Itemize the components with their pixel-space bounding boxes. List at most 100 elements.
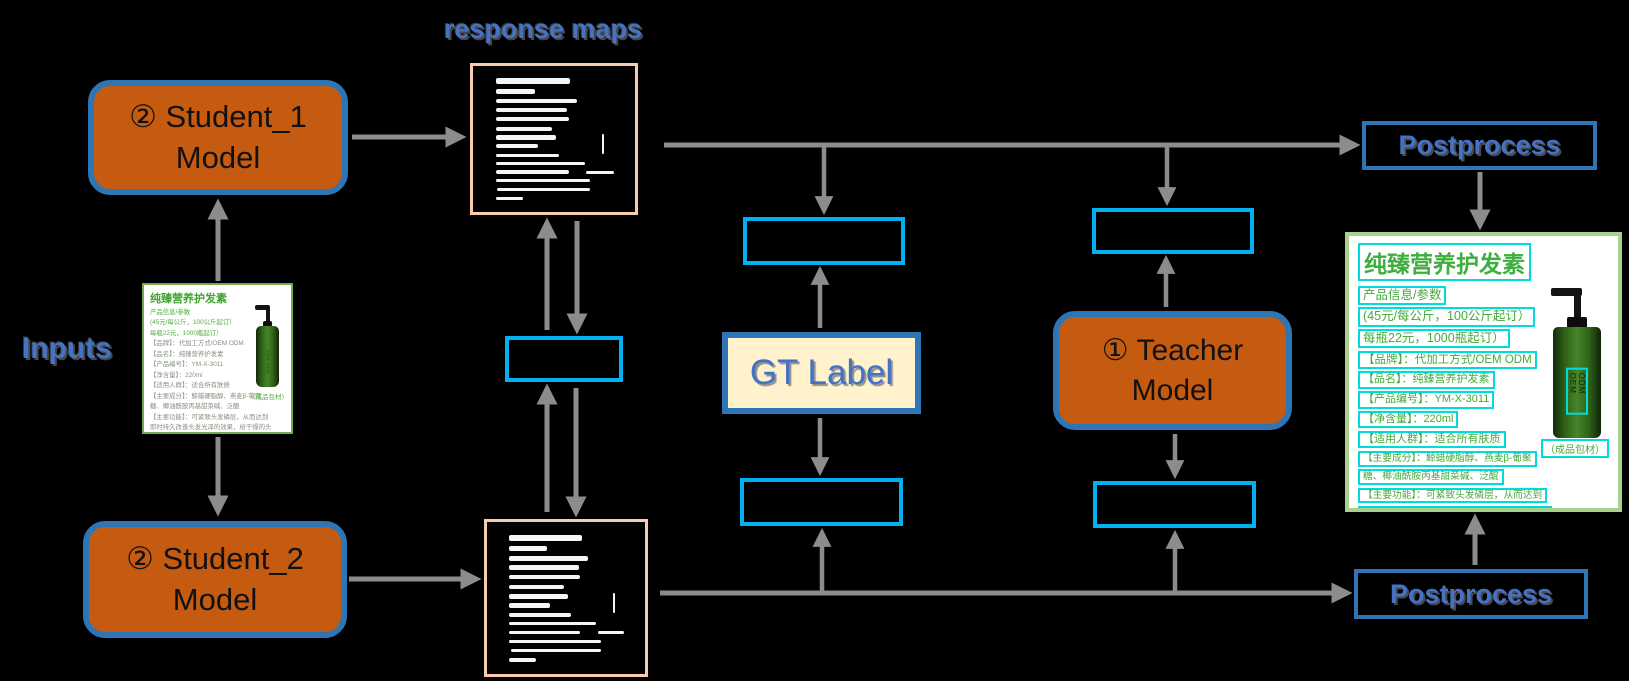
- product-text-line: 【净含量】：220ml: [1358, 411, 1459, 429]
- input-product-card: 纯臻营养护发素 产品信息/参数(45元/每公斤，100公斤起订）每瓶22元，10…: [142, 283, 293, 434]
- response-map-stroke: [509, 639, 601, 644]
- response-map-stroke: [509, 534, 582, 541]
- bottle-cap: [1567, 316, 1587, 329]
- response-map-stroke: [495, 126, 553, 131]
- inputs-label: Inputs: [22, 332, 112, 365]
- product-text-line: 【品名】：纯臻营养护发素: [150, 350, 224, 358]
- response-map-stroke: [601, 133, 605, 154]
- response-maps-title: response maps: [444, 14, 643, 44]
- bottle-pump-nozzle: [1551, 288, 1582, 297]
- response-map-bottom: [484, 519, 648, 677]
- product-text-line: 【净含量】：220ml: [150, 371, 203, 379]
- input-card-side-note: （成品包材）: [249, 394, 288, 401]
- top-response-flow: [664, 134, 1361, 216]
- response-map-stroke: [509, 556, 589, 561]
- teacher-model-node: ① Teacher Model: [1053, 311, 1292, 430]
- product-bottle-image: ODM OEM: [1548, 288, 1606, 438]
- postprocess-top-node: Postprocess: [1362, 121, 1597, 170]
- response-map-stroke: [509, 603, 551, 608]
- input-card-title: 纯臻营养护发素: [150, 293, 227, 305]
- response-map-stroke: [497, 187, 590, 192]
- loss-box-top-left: [743, 217, 905, 265]
- response-map-stroke: [495, 170, 569, 174]
- output-card-side-note: （成品包材）: [1541, 439, 1609, 458]
- postprocess-top-label: Postprocess: [1398, 130, 1561, 160]
- bottle-pump-nozzle: [254, 305, 270, 310]
- teacher-label-line1: ① Teacher: [1101, 333, 1244, 367]
- product-text-line: 即时持久改善头发光泽的效果，给干燥的头: [1358, 505, 1553, 508]
- response-map-stroke: [495, 107, 567, 112]
- response-map-stroke: [509, 594, 568, 599]
- input-arrows: [207, 126, 482, 590]
- product-text-line: (45元/每公斤，100公斤起订）: [150, 319, 236, 327]
- product-text-line: 每瓶22元，1000瓶起订）: [1358, 329, 1510, 349]
- response-map-stroke: [495, 98, 577, 104]
- product-text-line: 【品牌】：代加工方式/OEM ODM: [1358, 350, 1537, 369]
- product-text-line: 【主要成分】：鲸蜡硬脂醇、燕麦β-葡聚: [150, 392, 262, 400]
- response-map-stroke: [495, 89, 535, 94]
- response-map-stroke: [509, 613, 571, 617]
- input-card-text-lines: 产品信息/参数(45元/每公斤，100公斤起订）每瓶22元，1000瓶起订）【品…: [150, 308, 285, 432]
- product-text-line: 【品名】：纯臻营养护发素: [1358, 371, 1495, 389]
- bottle-brand-text-detected: ODM OEM: [1565, 368, 1588, 415]
- loss-box-top-right: [1092, 208, 1254, 254]
- gt-label-node: GT Label: [722, 332, 921, 414]
- student2-label-line2: Model: [172, 581, 258, 617]
- response-map-stroke: [495, 153, 559, 158]
- postprocess-arrows: [1464, 172, 1491, 565]
- loss-box-bottom-left: [740, 478, 903, 526]
- response-map-stroke: [509, 546, 548, 551]
- student2-model-node: ② Student_2 Model: [83, 521, 347, 638]
- response-map-stroke: [597, 631, 625, 635]
- bottle-pump-stem: [265, 307, 270, 322]
- response-map-stroke: [509, 565, 579, 570]
- response-map-stroke: [495, 161, 585, 166]
- response-map-stroke: [495, 179, 590, 183]
- bottle-body: ODM OEM: [1553, 327, 1601, 438]
- product-bottle-image: ODM OEM: [253, 305, 282, 387]
- product-text-line: 产品信息/参数: [150, 309, 191, 316]
- response-map-stroke: [510, 648, 601, 653]
- response-map-stroke: [509, 575, 581, 579]
- product-text-line: 【品牌】：代加工方式/OEM ODM: [150, 340, 244, 348]
- output-card-title: 纯臻营养护发素: [1358, 243, 1531, 281]
- student1-label-line2: Model: [175, 139, 261, 175]
- response-map-stroke: [495, 144, 538, 149]
- bottle-cap: [262, 320, 273, 328]
- loss-box-bottom-right: [1093, 481, 1256, 528]
- teacher-label-line2: Model: [1131, 373, 1214, 407]
- bottle-brand-text: ODM OEM: [265, 349, 270, 374]
- bottle-pump-stem: [1573, 292, 1582, 318]
- product-text-line: 【主要功能】：可紧致头发磷层，从而达到: [1358, 487, 1548, 504]
- output-result-card: 纯臻营养护发素 产品信息/参数(45元/每公斤，100公斤起订）每瓶22元，10…: [1345, 232, 1622, 512]
- response-map-exchange-arrows: [536, 217, 588, 518]
- product-text-line: (45元/每公斤，100公斤起订）: [1358, 307, 1536, 327]
- response-map-stroke: [509, 658, 536, 662]
- response-map-stroke: [612, 592, 615, 614]
- product-text-line: 糖、椰油酰胺丙基甜菜碱、泛醌: [1358, 469, 1504, 486]
- response-map-stroke: [509, 630, 581, 635]
- student2-label-line1: ② Student_2: [126, 540, 304, 576]
- product-text-line: 【适用人群】：适合所有肤质: [150, 382, 230, 390]
- product-text-line: 【适用人群】：适合所有肤质: [1358, 430, 1506, 449]
- response-map-stroke: [509, 585, 565, 590]
- response-map-stroke: [495, 117, 569, 121]
- postprocess-bottom-node: Postprocess: [1354, 569, 1588, 619]
- product-text-line: 【主要成分】：鲸蜡硬脂醇、燕麦β-葡聚: [1358, 450, 1537, 467]
- bottle-body: ODM OEM: [255, 326, 280, 387]
- gt-teacher-arrows: [810, 254, 1185, 480]
- student1-model-node: ② Student_1 Model: [88, 80, 348, 195]
- gt-label-text: GT Label: [749, 353, 894, 392]
- output-card-text-lines: 产品信息/参数(45元/每公斤，100公斤起订）每瓶22元，1000瓶起订）【品…: [1358, 285, 1609, 508]
- response-map-stroke: [495, 196, 524, 201]
- product-text-line: 【产品编号】：YM-X-3011: [1358, 391, 1495, 409]
- response-map-top: [470, 63, 638, 215]
- response-map-stroke: [495, 78, 571, 85]
- product-text-line: 【主要功能】：可紧致头发磷层，从而达到: [150, 413, 269, 421]
- product-text-line: 即时持久改善头发光泽的效果，给干燥的头: [150, 424, 272, 432]
- student1-label-line1: ② Student_1: [129, 98, 307, 134]
- response-map-stroke: [586, 171, 614, 174]
- response-map-stroke: [495, 135, 556, 140]
